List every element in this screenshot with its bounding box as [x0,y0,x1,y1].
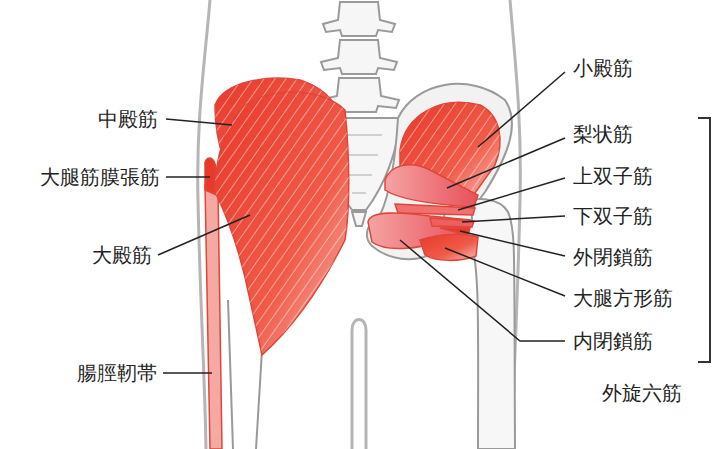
leader-lines [158,72,565,373]
muscle-label: 大殿筋 [92,242,152,268]
muscle-label: 大腿筋膜張筋 [40,164,160,190]
muscle-label: 小殿筋 [573,55,633,81]
left-muscles [205,78,349,449]
muscle-label: 梨状筋 [573,121,633,147]
muscle-label: 腸脛靭帯 [77,360,157,386]
body-outline [198,0,521,449]
muscle-label: 上双子筋 [573,163,653,189]
bracket [698,118,710,362]
right-muscles [368,102,500,260]
muscle-label: 内閉鎖筋 [573,328,653,354]
muscle-label: 中殿筋 [98,106,158,132]
muscle-label: 下双子筋 [573,203,653,229]
muscle-label: 外閉鎖筋 [573,244,653,270]
muscle-label: 外旋六筋 [602,380,682,406]
muscle-label: 大腿方形筋 [573,285,673,311]
